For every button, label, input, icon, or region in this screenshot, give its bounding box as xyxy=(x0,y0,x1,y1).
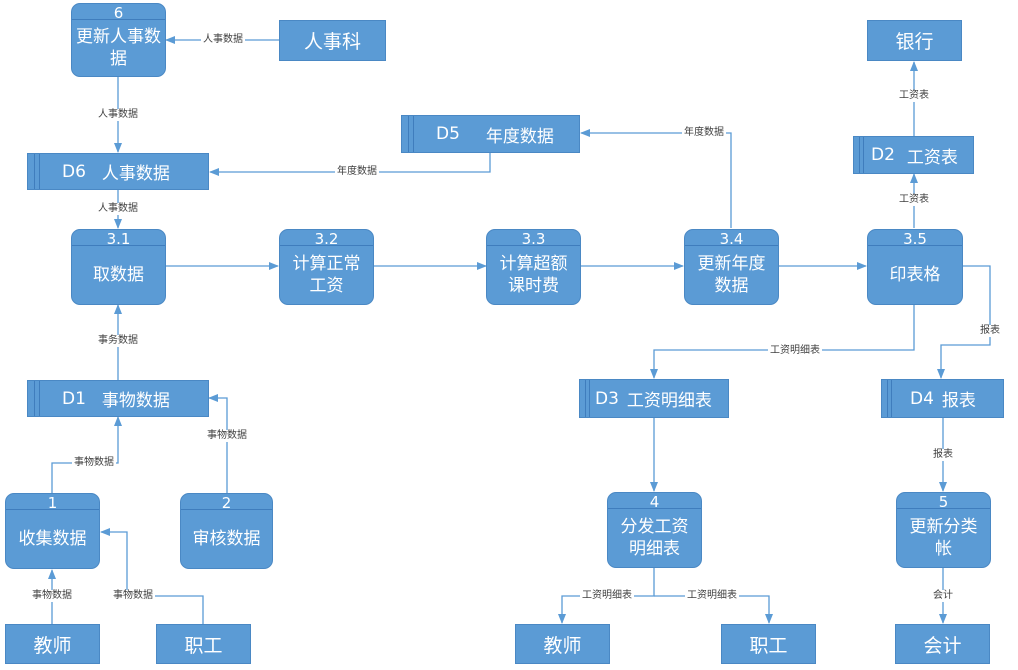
flow-d5-to-d6 xyxy=(209,153,491,176)
entity-personnel-office: 人事科 xyxy=(279,20,386,61)
process-label: 分发工资 明细表 xyxy=(620,517,689,559)
flow-label: 事物数据 xyxy=(30,590,74,602)
process-label: 计算正常 工资 xyxy=(292,254,361,296)
process-number: 6 xyxy=(113,4,124,22)
process-number: 3.2 xyxy=(314,230,339,248)
flow-p1-to-d1 xyxy=(51,416,122,493)
process-label: 取数据 xyxy=(93,265,144,285)
store-id: D6 xyxy=(62,161,86,182)
store-d1: D1 事物数据 xyxy=(27,380,209,417)
process-number: 4 xyxy=(649,493,660,511)
store-d4: D4 报表 xyxy=(881,379,1004,418)
process-number: 2 xyxy=(221,494,232,512)
flow-label: 事物数据 xyxy=(72,457,116,469)
store-id: D4 xyxy=(910,388,934,409)
process-label: 更新年度 数据 xyxy=(697,254,766,296)
store-d6: D6 人事数据 xyxy=(27,153,209,190)
flow-label: 会计 xyxy=(931,590,955,602)
entity-accountant: 会计 xyxy=(895,624,990,664)
entity-staff-right: 职工 xyxy=(721,624,816,664)
process-3-4: 3.4 更新年度 数据 xyxy=(684,229,779,305)
flow-label: 事务数据 xyxy=(96,335,140,347)
process-number: 1 xyxy=(47,494,58,512)
flow-label: 工资表 xyxy=(897,90,931,102)
process-number: 5 xyxy=(938,493,949,511)
flow-label: 工资明细表 xyxy=(768,345,822,357)
flow-p2-to-d1 xyxy=(208,394,228,493)
flow-label: 工资明细表 xyxy=(580,590,634,602)
process-label: 计算超额 课时费 xyxy=(499,254,568,296)
process-label: 审核数据 xyxy=(192,529,261,549)
process-5: 5 更新分类 帐 xyxy=(896,492,991,568)
flow-label: 人事数据 xyxy=(96,203,140,215)
flow-label: 工资明细表 xyxy=(685,590,739,602)
entity-teacher-right: 教师 xyxy=(515,624,610,664)
process-number: 3.5 xyxy=(903,230,927,248)
process-4: 4 分发工资 明细表 xyxy=(607,492,702,568)
store-d3: D3 工资明细表 xyxy=(579,379,729,418)
process-2: 2 审核数据 xyxy=(180,493,273,569)
process-3-2: 3.2 计算正常 工资 xyxy=(279,229,374,305)
store-name: 事物数据 xyxy=(101,391,170,411)
flow-label: 事物数据 xyxy=(111,590,155,602)
process-label: 收集数据 xyxy=(18,529,87,549)
store-id: D2 xyxy=(871,145,895,165)
store-d5: D5 年度数据 xyxy=(401,115,580,153)
entity-bank: 银行 xyxy=(867,20,962,61)
store-id: D3 xyxy=(595,388,619,409)
store-name: 人事数据 xyxy=(101,164,170,184)
store-id: D1 xyxy=(62,388,86,409)
store-id: D5 xyxy=(436,124,460,144)
store-name: 年度数据 xyxy=(485,126,554,147)
flow-p34-to-d5 xyxy=(580,129,732,228)
flow-label: 工资表 xyxy=(897,194,931,206)
process-label: 更新分类 帐 xyxy=(909,517,978,559)
flow-label: 报表 xyxy=(931,449,955,461)
flow-label: 年度数据 xyxy=(682,127,726,139)
process-label: 更新人事数 据 xyxy=(76,27,161,69)
flow-label: 事物数据 xyxy=(205,430,249,442)
process-1: 1 收集数据 xyxy=(5,493,100,569)
process-number: 3.4 xyxy=(719,230,744,248)
process-3-1: 3.1 取数据 xyxy=(71,229,166,305)
flow-p35-to-d4 xyxy=(937,265,991,379)
store-d2: D2 工资表 xyxy=(853,136,974,174)
entity-teacher-left: 教师 xyxy=(5,624,100,664)
store-name: 工资表 xyxy=(906,147,958,168)
flow-label: 人事数据 xyxy=(201,34,245,46)
store-name: 工资明细表 xyxy=(626,391,712,411)
flow-label: 人事数据 xyxy=(96,109,140,121)
process-label: 印表格 xyxy=(889,265,941,285)
process-number: 3.3 xyxy=(521,230,546,248)
flow-label: 报表 xyxy=(978,325,1002,337)
process-3-3: 3.3 计算超额 课时费 xyxy=(486,229,581,305)
entity-staff-left: 职工 xyxy=(156,624,251,664)
process-3-5: 3.5 印表格 xyxy=(867,229,963,305)
store-name: 报表 xyxy=(941,391,976,411)
flow-p35-to-d3 xyxy=(650,305,915,379)
process-number: 3.1 xyxy=(106,230,131,248)
flow-label: 年度数据 xyxy=(335,166,379,178)
process-6: 6 更新人事数 据 xyxy=(71,3,166,77)
